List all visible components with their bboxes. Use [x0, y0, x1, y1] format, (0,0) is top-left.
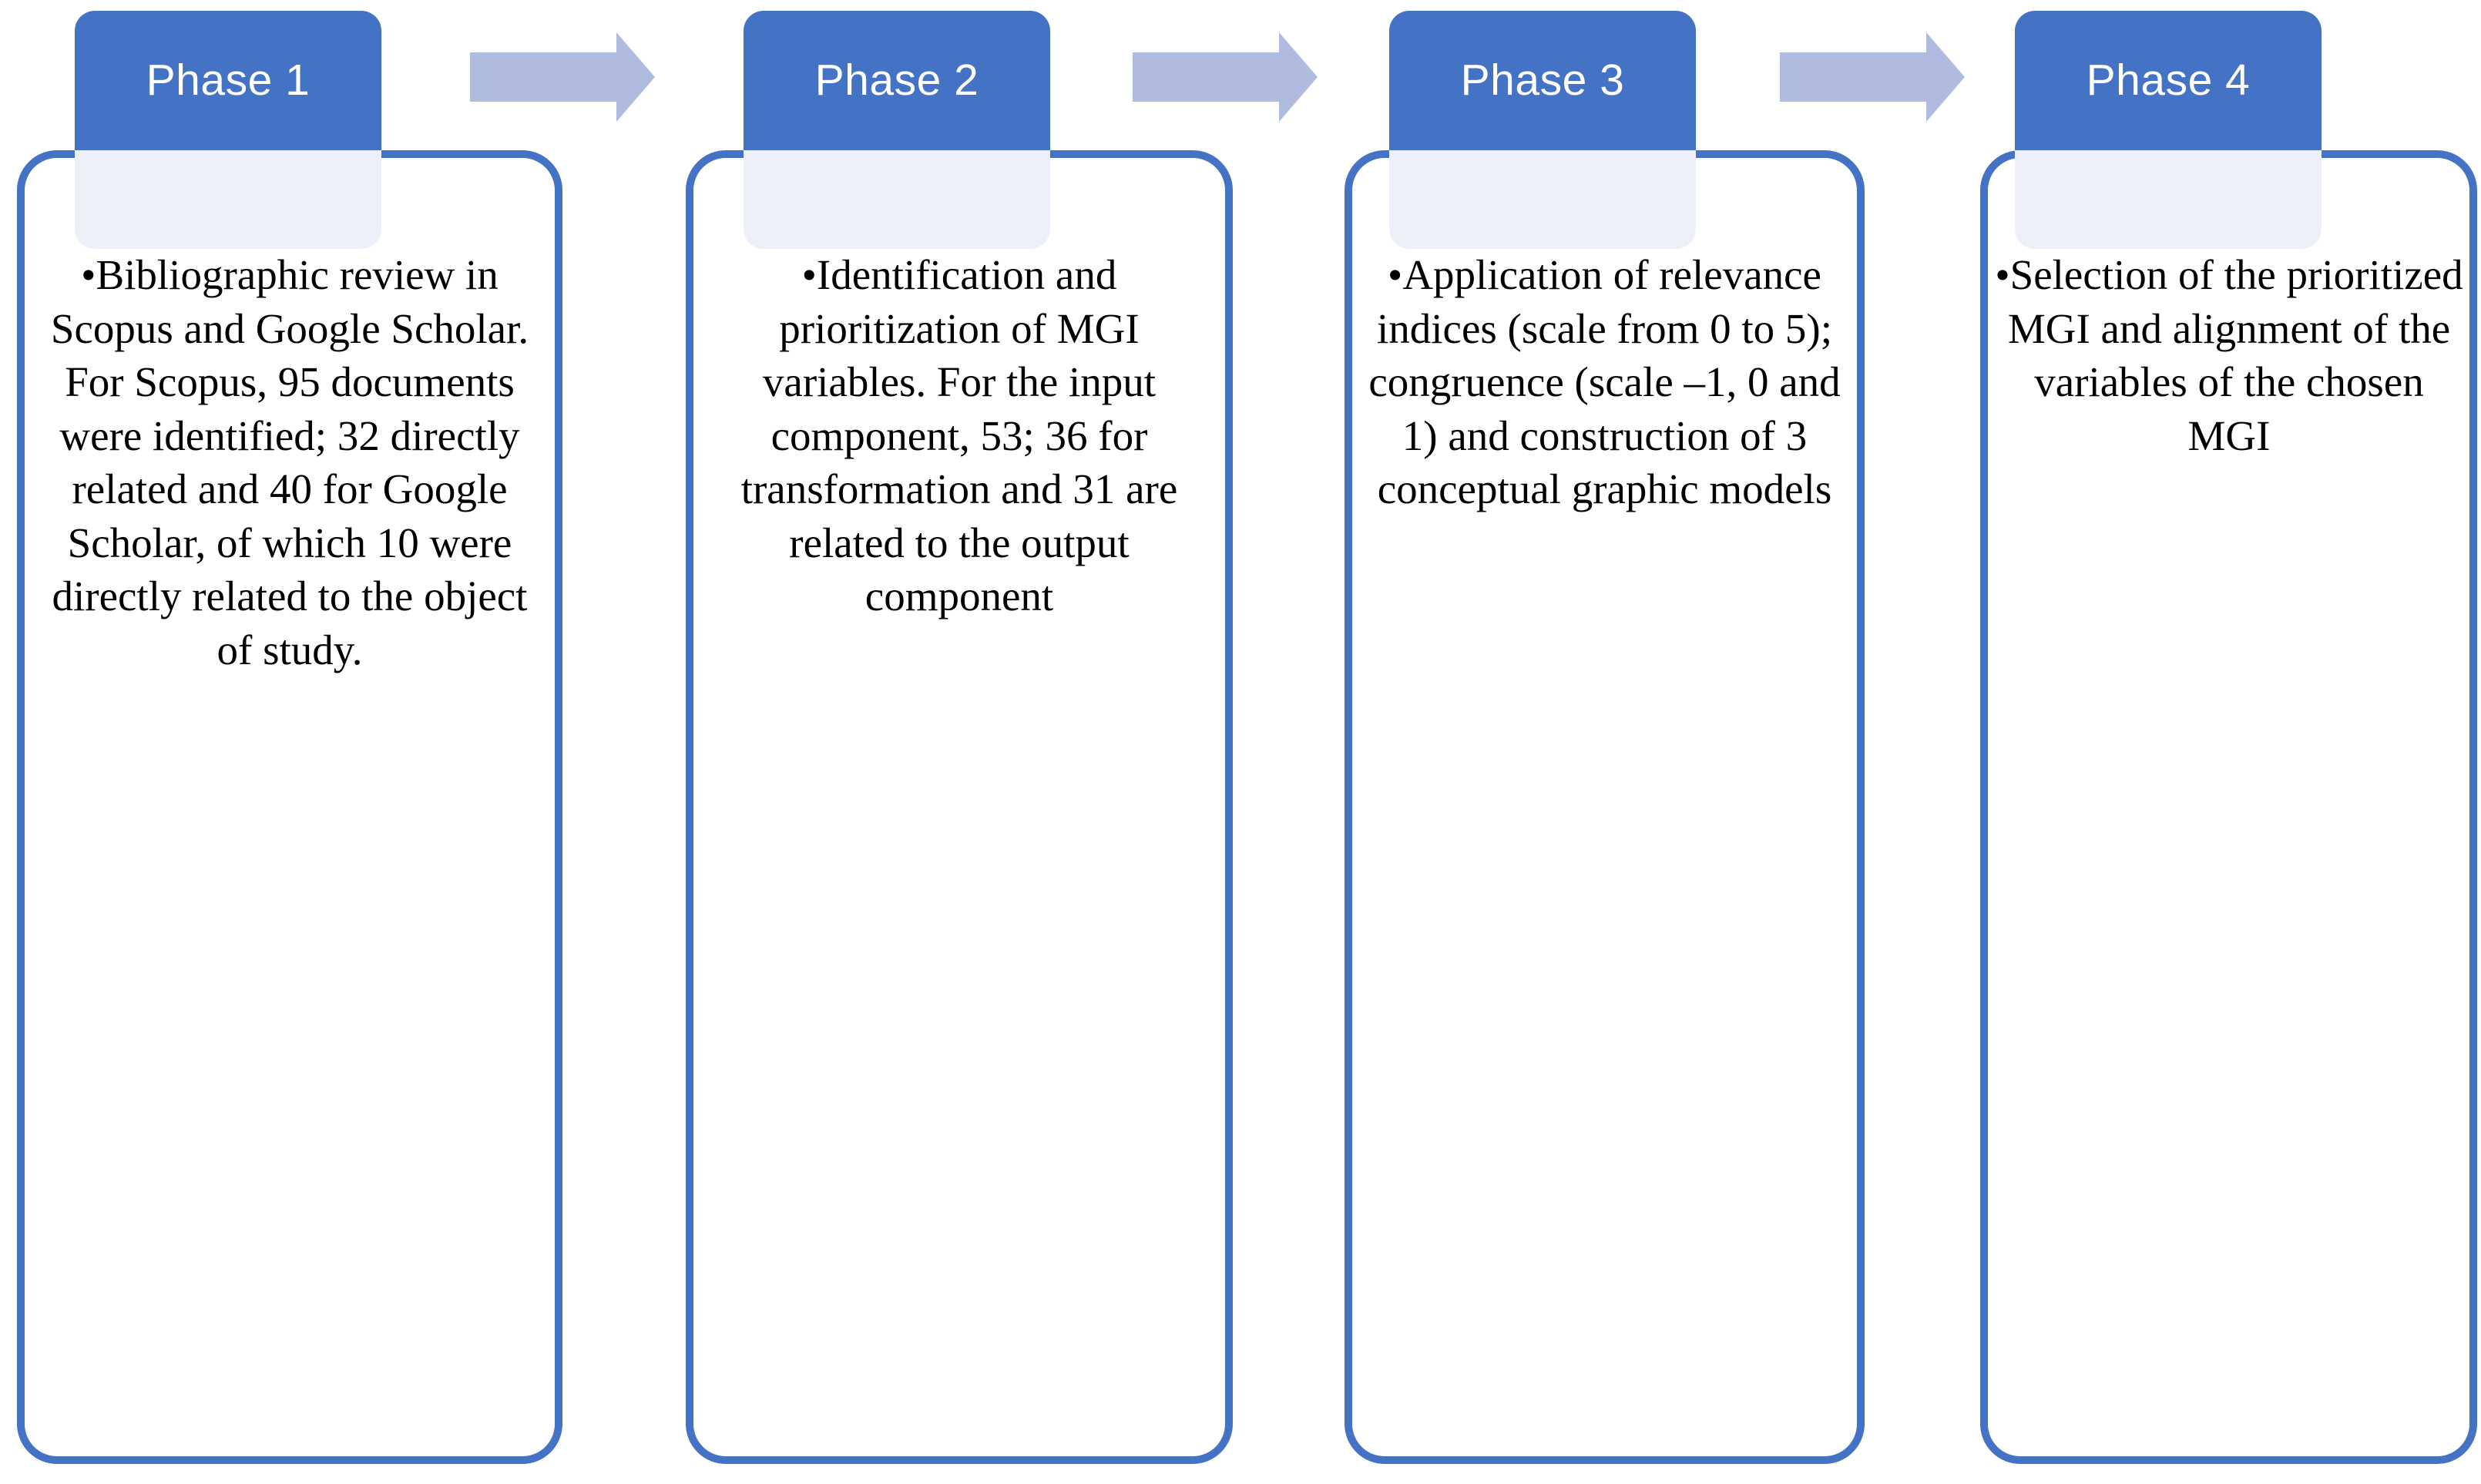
phase-4-body-label: Selection of the prioritized MGI and ali…: [2007, 251, 2463, 459]
phase-column-2: Phase 2 •Identification and prioritizati…: [686, 0, 1233, 1484]
phase-4-box: [1980, 150, 2477, 1464]
phase-1-bullet-icon: •: [81, 251, 96, 298]
phase-4-body-text: •Selection of the prioritized MGI and al…: [1994, 248, 2464, 462]
right-arrow-icon-1: [470, 32, 655, 122]
phase-1-band: [75, 150, 381, 249]
phase-2-band: [744, 150, 1050, 249]
phase-4-tab[interactable]: Phase 4: [2015, 11, 2322, 150]
phase-2-box: [686, 150, 1233, 1464]
phase-3-band: [1389, 150, 1696, 249]
right-arrow-icon-3: [1780, 32, 1965, 122]
phase-3-box: [1345, 150, 1865, 1464]
phase-column-1: Phase 1 •Bibliographic review in Scopus …: [17, 0, 562, 1484]
phase-3-tab[interactable]: Phase 3: [1389, 11, 1696, 150]
phase-2-body-text: •Identification and prioritization of MG…: [717, 248, 1202, 623]
phase-column-4: Phase 4 •Selection of the prioritized MG…: [1980, 0, 2477, 1484]
phase-1-body-text: •Bibliographic review in Scopus and Goog…: [48, 248, 532, 677]
phase-1-body-label: Bibliographic review in Scopus and Googl…: [50, 251, 529, 673]
phase-3-tab-label: Phase 3: [1460, 55, 1625, 105]
phase-column-3: Phase 3 •Application of relevance indice…: [1345, 0, 1865, 1484]
phase-3-body-text: •Application of relevance indices (scale…: [1365, 248, 1845, 516]
phase-2-bullet-icon: •: [801, 251, 817, 298]
phase-3-bullet-icon: •: [1388, 251, 1403, 298]
phase-2-body-label: Identification and prioritization of MGI…: [740, 251, 1178, 620]
phase-2-tab-label: Phase 2: [814, 55, 979, 105]
phase-4-tab-label: Phase 4: [2086, 55, 2251, 105]
phase-2-tab[interactable]: Phase 2: [744, 11, 1050, 150]
phase-1-box: [17, 150, 562, 1464]
phase-3-body-label: Application of relevance indices (scale …: [1368, 251, 1841, 513]
phase-1-tab-label: Phase 1: [146, 55, 311, 105]
phase-4-bullet-icon: •: [1995, 251, 2010, 298]
right-arrow-icon-2: [1133, 32, 1318, 122]
phase-1-tab[interactable]: Phase 1: [75, 11, 381, 150]
phase-4-band: [2015, 150, 2322, 249]
